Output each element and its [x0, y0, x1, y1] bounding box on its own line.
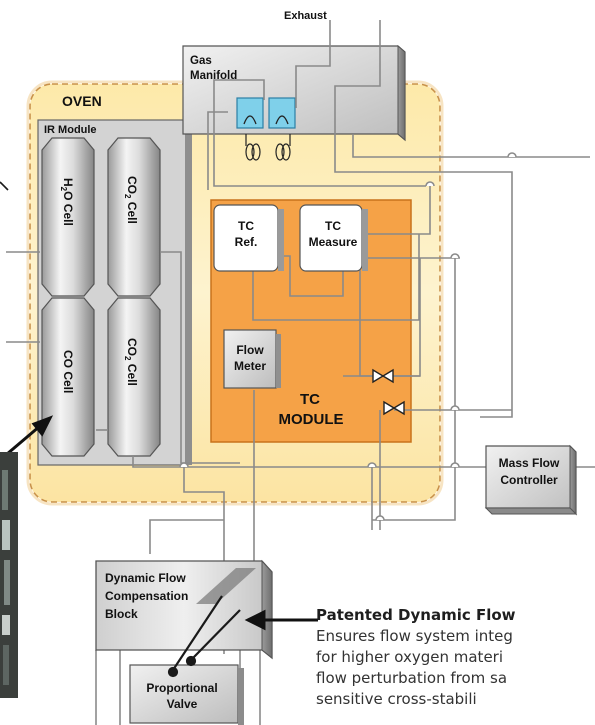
tc-module-label-line2: MODULE [279, 411, 344, 428]
valve-icon [372, 368, 394, 384]
h2o-cell-label: H2O Cell [59, 178, 75, 226]
ir-module-label: IR Module [44, 124, 97, 136]
flow-meter-label-line2: Meter [234, 359, 266, 373]
valve-icon [383, 400, 405, 416]
gas-manifold: Gas Manifold [182, 44, 406, 161]
co2-cell-top-label: CO2 Cell [123, 176, 139, 224]
caption-line: Ensures flow system integ [316, 627, 513, 645]
dynamic-flow-compensation-block: Dynamic Flow Compensation Block [95, 559, 273, 660]
gas-manifold-label-line2: Manifold [190, 70, 237, 82]
proportional-valve-label-line2: Valve [167, 697, 198, 711]
manifold-port-right [268, 97, 296, 129]
caption-line: for higher oxygen materi [316, 648, 504, 666]
mass-flow-controller: Mass Flow Controller [484, 444, 578, 516]
co-cell: CO Cell [41, 297, 95, 457]
tc-ref-label-line1: TC [238, 219, 254, 233]
block-label-line3: Block [105, 607, 138, 621]
proportional-valve-label-line1: Proportional [146, 681, 217, 695]
flow-meter-label-line1: Flow [236, 343, 264, 357]
co2-cell-top: CO2 Cell [107, 137, 161, 297]
co2-cell-bottom-label: CO2 Cell [123, 338, 139, 386]
tc-ref: TC Ref. [213, 204, 284, 272]
caption-line: flow perturbation from sa [316, 669, 508, 687]
gas-manifold-label-line1: Gas [190, 55, 212, 67]
tc-measure-label-line1: TC [325, 219, 341, 233]
tc-measure-label-line2: Measure [309, 235, 358, 249]
exhaust-label: Exhaust [284, 10, 327, 22]
coil-icon [245, 134, 291, 161]
oven-label: OVEN [62, 93, 102, 109]
arrow-icon [244, 609, 318, 631]
patent-caption: Patented Dynamic Flow Ensures flow syste… [316, 605, 595, 710]
mass-flow-controller-label-line1: Mass Flow [499, 456, 560, 470]
photo-strip [0, 452, 18, 698]
mass-flow-controller-label-line2: Controller [500, 473, 558, 487]
co-cell-label: CO Cell [61, 350, 75, 393]
tc-module-label-line1: TC [300, 391, 320, 408]
block-label-line1: Dynamic Flow [105, 571, 186, 585]
pipe-jump-icon [179, 152, 517, 521]
connector-line [0, 181, 9, 191]
caption-title: Patented Dynamic Flow [316, 606, 516, 624]
arrow-icon [167, 595, 241, 678]
caption-line: sensitive cross-stabili [316, 690, 477, 708]
tc-measure: TC Measure [299, 204, 368, 272]
proportional-valve: Proportional Valve [129, 664, 244, 725]
manifold-port-left [236, 97, 264, 129]
block-label-line2: Compensation [105, 589, 188, 603]
h2o-cell: H2O Cell [41, 137, 95, 297]
tc-ref-label-line2: Ref. [235, 235, 258, 249]
flow-meter: Flow Meter [223, 329, 281, 389]
co2-cell-bottom: CO2 Cell [107, 297, 161, 457]
